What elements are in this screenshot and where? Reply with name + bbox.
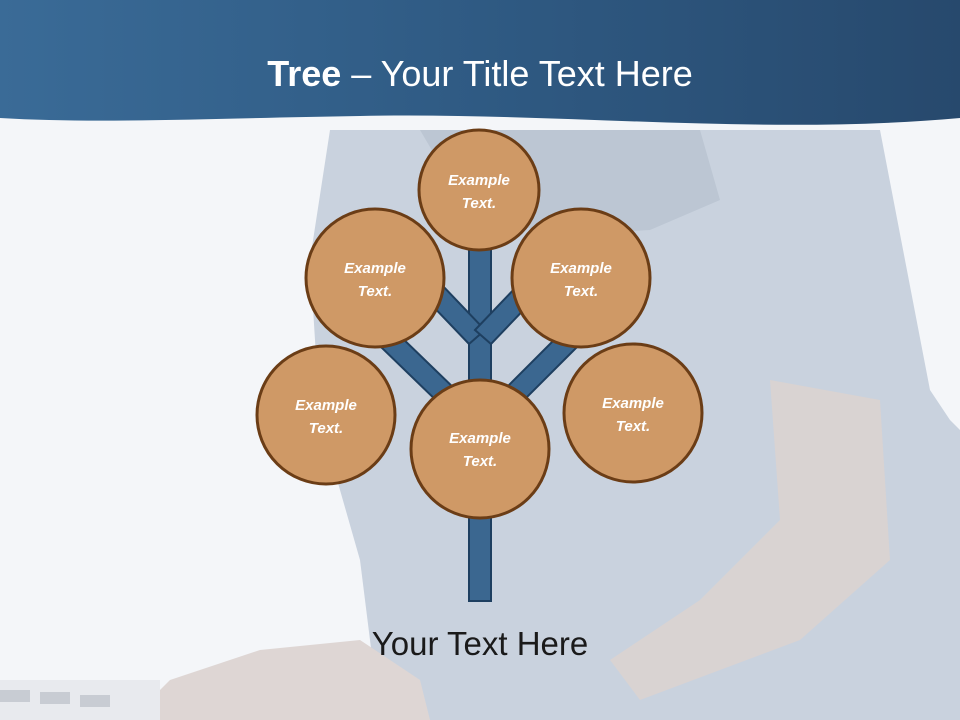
node-center-line1: Example [449,430,511,447]
node-lower-right-line2: Text. [616,418,650,435]
tree-node-lower-right: Example Text. [562,342,704,484]
tree-node-lower-left: Example Text. [255,344,397,486]
node-lower-left-line2: Text. [309,420,343,437]
node-upper-left-line2: Text. [358,283,392,300]
title-dash: – [341,53,381,94]
header-banner [0,0,960,125]
title-bold: Tree [267,53,342,94]
tree-node-upper-right: Example Text. [510,207,652,349]
caption-text: Your Text Here [371,625,589,662]
node-top-line2: Text. [462,195,496,212]
node-upper-left-line1: Example [344,260,406,277]
tree-node-center: Example Text. [409,378,551,520]
node-center-line2: Text. [463,453,497,470]
tree-node-upper-left: Example Text. [304,207,446,349]
slide-title: Tree – Your Title Text Here [0,52,960,96]
node-lower-left-line1: Example [295,397,357,414]
node-top-line1: Example [448,172,510,189]
node-upper-right-line2: Text. [564,283,598,300]
node-upper-right-line1: Example [550,260,612,277]
tree-node-top: Example Text. [417,128,541,252]
node-lower-right-line1: Example [602,395,664,412]
title-rest: Your Title Text Here [380,53,693,94]
